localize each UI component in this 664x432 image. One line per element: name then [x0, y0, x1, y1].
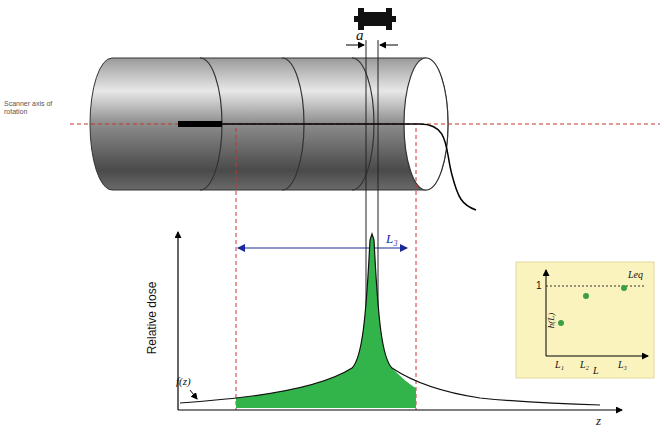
axis-title: L [593, 366, 599, 376]
tick-label: 1 [536, 281, 542, 291]
curve-label: f(z) [176, 376, 191, 387]
dimension-label: a [356, 28, 364, 43]
tick-label: L₁ [555, 360, 564, 370]
tick-label: L₂ [580, 360, 589, 370]
axis-label: Scanner axis of rotation [4, 100, 68, 116]
axis-title: Relative dose [146, 282, 158, 355]
axis-title: h(L) [548, 313, 557, 329]
line-label: Leq [628, 270, 643, 280]
axis-title: z [596, 414, 601, 427]
dimension-label: L₃ [386, 232, 398, 245]
tick-label: L₃ [618, 360, 627, 370]
source-symbol [354, 8, 396, 30]
